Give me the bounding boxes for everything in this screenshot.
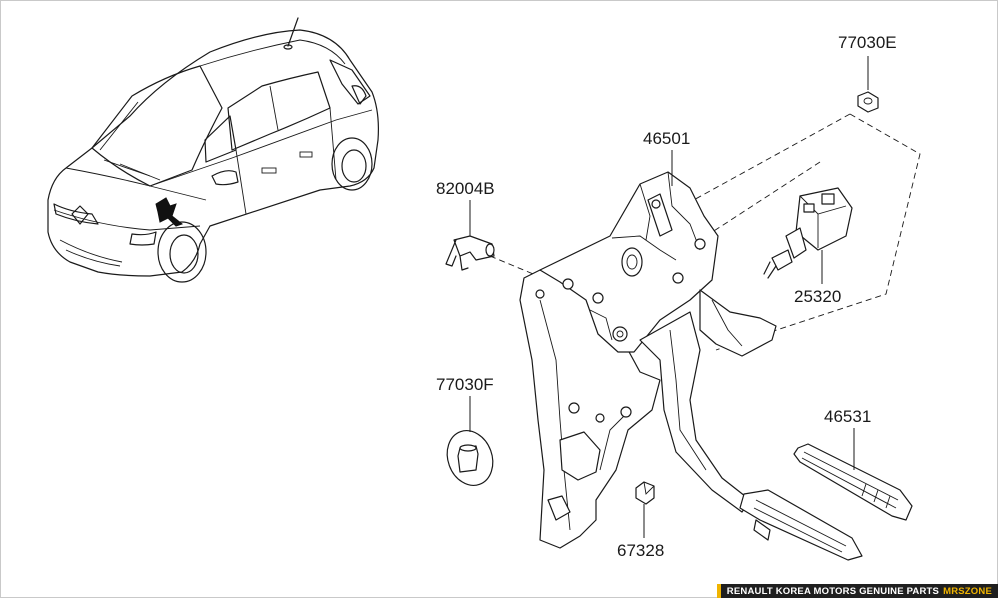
part-label-46501: 46501: [643, 129, 690, 148]
part-label-67328: 67328: [617, 541, 664, 560]
part-label-77030f: 77030F: [436, 375, 494, 394]
watermark-text: RENAULT KOREA MOTORS GENUINE PARTS: [726, 585, 940, 597]
bolt-part: [635, 481, 655, 505]
pedal-pad-part: [793, 443, 913, 521]
watermark-brand: MRSZONE: [943, 585, 992, 597]
clip-part: [445, 235, 495, 271]
part-label-82004b: 82004B: [436, 179, 495, 198]
stop-lamp-switch: [763, 187, 853, 279]
part-label-77030e: 77030E: [838, 33, 897, 52]
watermark-banner: RENAULT KOREA MOTORS GENUINE PARTS MRSZO…: [716, 584, 998, 598]
part-label-46531: 46531: [824, 407, 871, 426]
pedal-bracket: [519, 171, 777, 549]
leader-lines: [469, 56, 869, 538]
part-label-25320: 25320: [794, 287, 841, 306]
washer-part: [446, 430, 494, 486]
pedal-pad-mounted: [739, 489, 863, 561]
nut-part: [857, 91, 879, 113]
assembly-outline: [489, 113, 921, 351]
car-illustration: [47, 17, 379, 283]
